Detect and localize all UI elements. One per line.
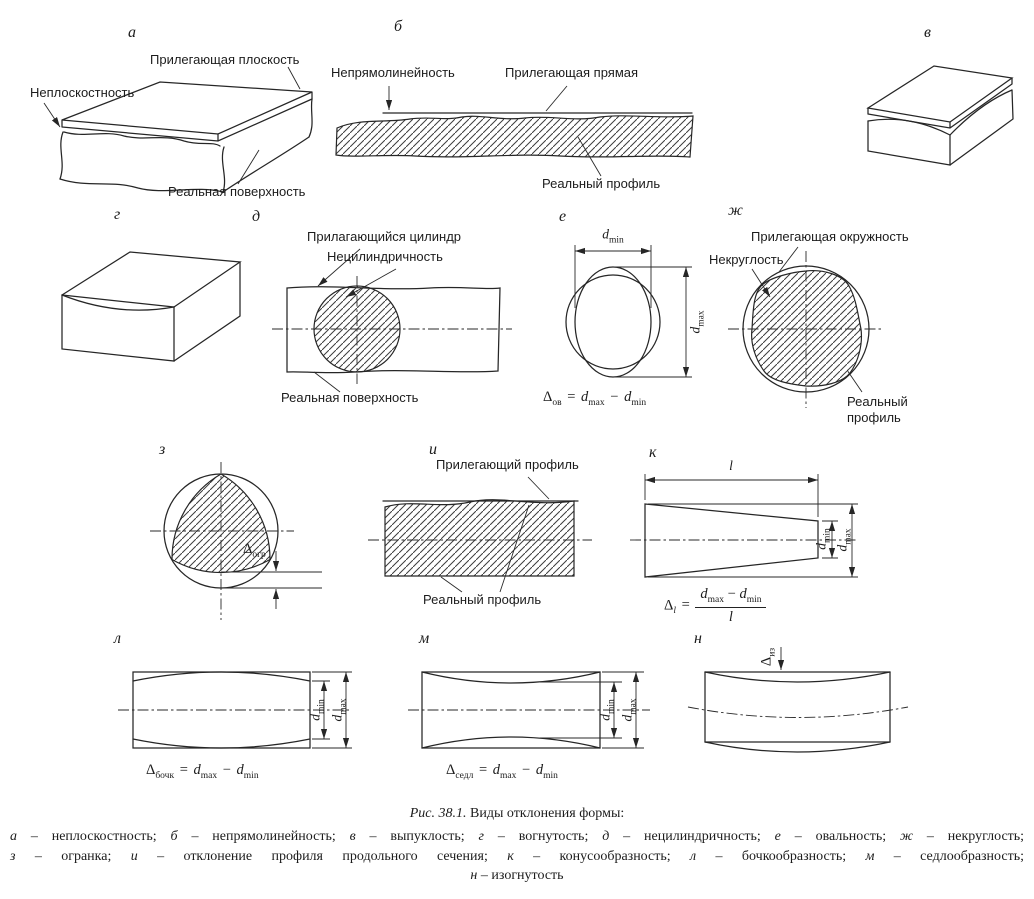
real-profile-label-b: Реальный профиль [542,176,661,191]
panel-k-drawing [630,474,858,578]
panel-letter-n: н [694,630,702,647]
caption-line-1: а – неплоскостность; б – непрямолинейнос… [10,829,1025,844]
faceting-delta-label: Δогр [243,541,266,560]
noncylindricity-label: Нецилиндричность [327,249,443,264]
panel-letter-zh: ж [728,202,743,219]
nonstraightness-label: Непрямолинейность [331,65,455,80]
adjacent-profile-label: Прилегающий профиль [436,457,579,472]
adjacent-cylinder-label: Прилагающийся цилиндр [307,229,462,244]
caption-title: Рис. 38.1. Виды отклонения формы: [409,806,625,821]
barrel-formula: Δбочк = dmax − dmin [146,762,259,781]
adjacent-plane-label: Прилегающая плоскость [150,52,300,67]
nonflatness-label: Неплоскостность [30,85,135,100]
dmax-label-k: dmax [834,528,854,552]
panel-i-drawing [368,476,592,593]
dmin-label-k: dmin [813,528,833,550]
adjacent-circle-label: Прилегающая окружность [751,229,909,244]
panel-letter-i: и [429,441,437,458]
panel-v-drawing [866,65,1014,166]
fraction: dmax − dmin l [695,586,767,626]
panel-l-drawing [118,671,352,749]
panel-a-drawing [43,66,313,193]
real-profile-label-i: Реальный профиль [423,592,542,607]
panel-letter-v: в [924,24,931,41]
caption-line-3: н – изогнутость [470,868,564,883]
panel-letter-l: л [114,630,121,647]
caption-line-2: з – огранка; и – отклонение профиля прод… [10,848,1025,864]
ovality-formula: Δов = dmax − dmin [543,389,647,408]
dmin-label-e: dmin [602,226,624,246]
panel-letter-b: б [394,18,403,35]
panel-n-drawing [687,647,909,753]
bentness-delta-label: Δиз [758,647,778,667]
panel-m-drawing [408,671,650,749]
dmax-label-m: dmax [619,698,639,722]
panel-letter-z: з [159,441,166,458]
dmax-label-l: dmax [329,698,349,722]
length-label-k: l [729,458,733,473]
nonroundness-label: Некруглость [709,252,784,267]
real-surface-label-a: Реальная поверхность [168,184,306,199]
conicity-formula: Δl = dmax − dmin l [664,586,767,626]
panel-letter-a: а [128,24,136,41]
real-surface-label-d: Реальная поверхность [281,390,419,405]
figure-caption: Рис. 38.1. Виды отклонения формы: а – не… [0,806,1034,886]
panel-letter-e: е [559,208,567,225]
saddle-formula: Δседл = dmax − dmin [446,762,558,781]
panel-letter-k: к [649,444,657,461]
panel-e-drawing [565,245,692,378]
dmin-label-l: dmin [307,699,327,721]
caption-figure-ref: Рис. 38.1. [409,806,467,821]
panel-zh-drawing [728,246,884,408]
panel-z-drawing [150,462,322,620]
real-profile-label-zh: Реальный профиль [847,394,908,425]
dmax-label-e: dmax [687,310,707,334]
panel-g-drawing [61,251,242,362]
panel-d-drawing [272,248,512,393]
panel-letter-d: д [252,208,261,225]
panel-letter-g: г [114,206,121,223]
panel-b-drawing [335,85,694,177]
panel-letter-m: м [419,630,430,647]
dmin-label-m: dmin [597,699,617,721]
adjacent-line-label: Прилегающая прямая [505,65,639,80]
